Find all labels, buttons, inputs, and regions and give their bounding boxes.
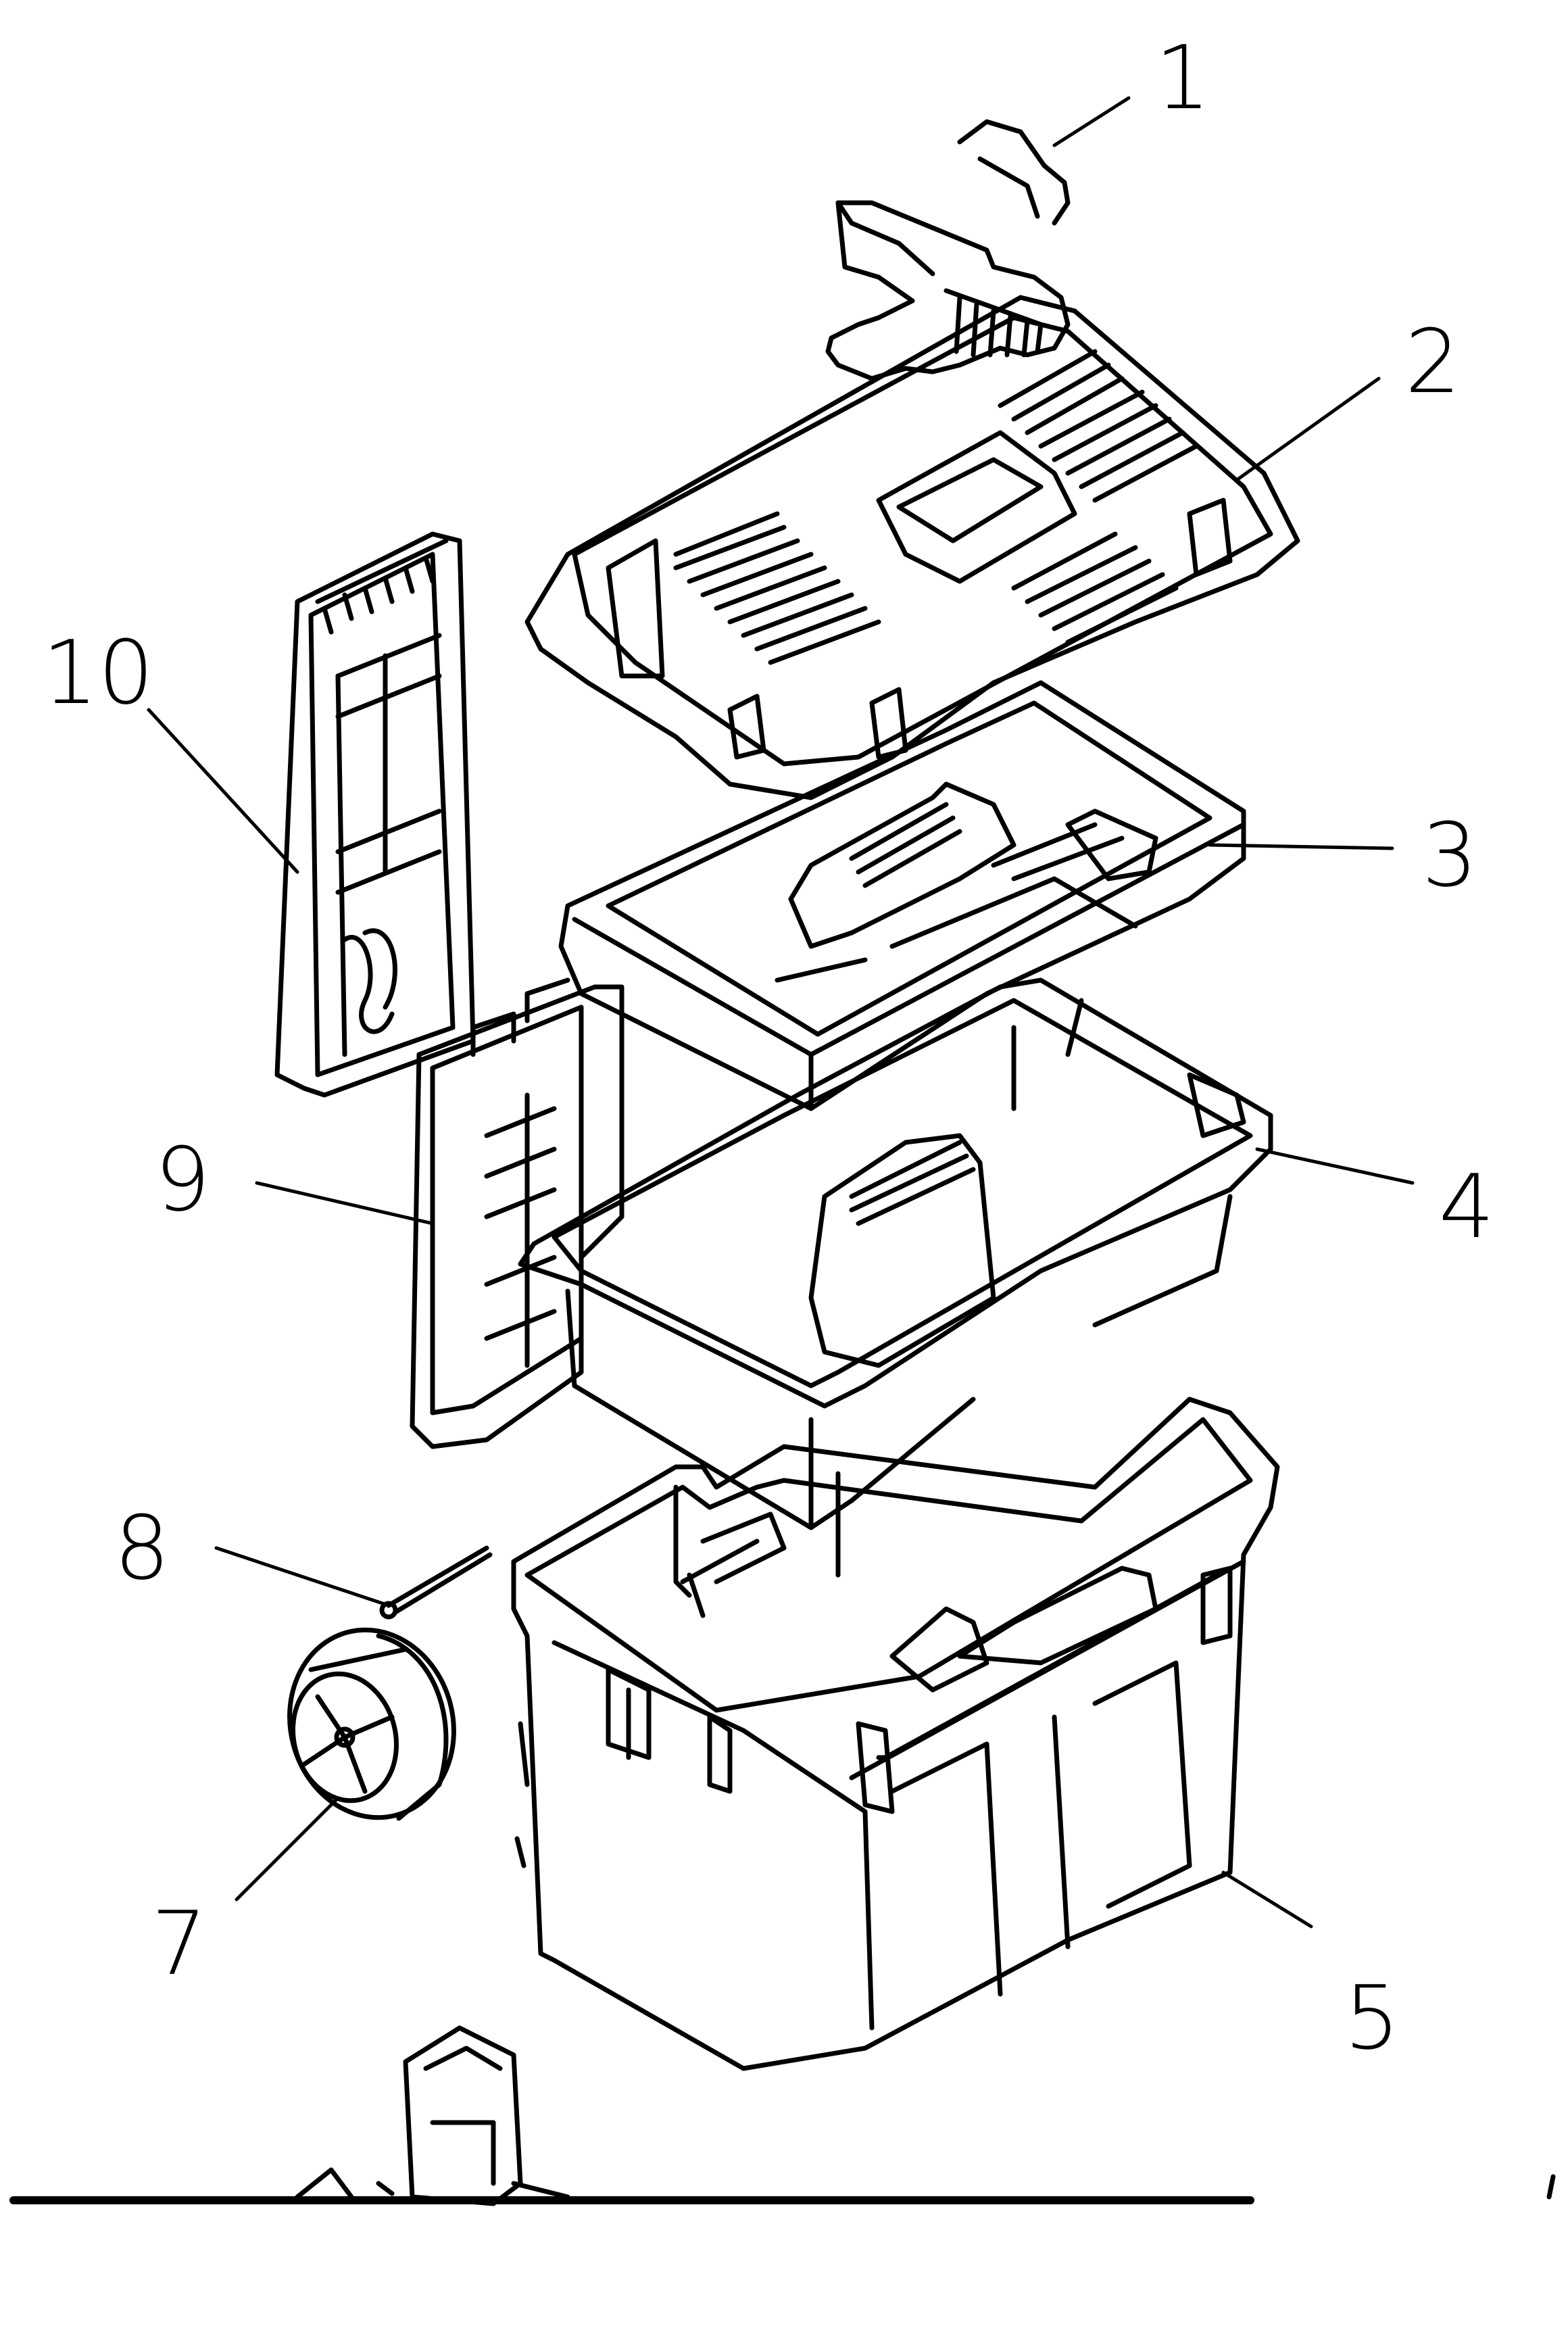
leader-1: [1052, 96, 1131, 147]
leader-5: [1221, 1870, 1313, 1929]
part-base-box: [511, 1397, 1280, 2071]
part-rail: [274, 531, 476, 1098]
edge-mark: [1546, 2174, 1556, 2200]
part-axle-pin: [379, 1545, 493, 1620]
leader-9: [255, 1181, 435, 1226]
callout-10: 10: [42, 621, 153, 724]
callout-9: 9: [155, 1128, 211, 1231]
part-wheel: [287, 1627, 456, 1821]
callout-2: 2: [1405, 310, 1461, 413]
callout-8: 8: [114, 1497, 170, 1599]
leader-lines: [147, 96, 1415, 1929]
part-organizer: [518, 977, 1273, 1530]
callout-3: 3: [1422, 804, 1478, 906]
leader-8: [214, 1546, 391, 1607]
leader-2: [1235, 377, 1381, 482]
leader-3: [1208, 843, 1394, 850]
callout-1: 1: [1155, 26, 1211, 129]
leader-10: [147, 708, 299, 874]
leader-4: [1255, 1147, 1415, 1185]
callout-labels: 1 2 3 4 5 7 8 9 10: [42, 26, 1494, 2069]
callout-4: 4: [1439, 1155, 1495, 1258]
part-tray: [558, 680, 1246, 1111]
leader-7: [235, 1796, 340, 1902]
callout-7: 7: [151, 1892, 207, 1995]
part-lid: [524, 295, 1300, 800]
callout-5: 5: [1344, 1966, 1400, 2069]
